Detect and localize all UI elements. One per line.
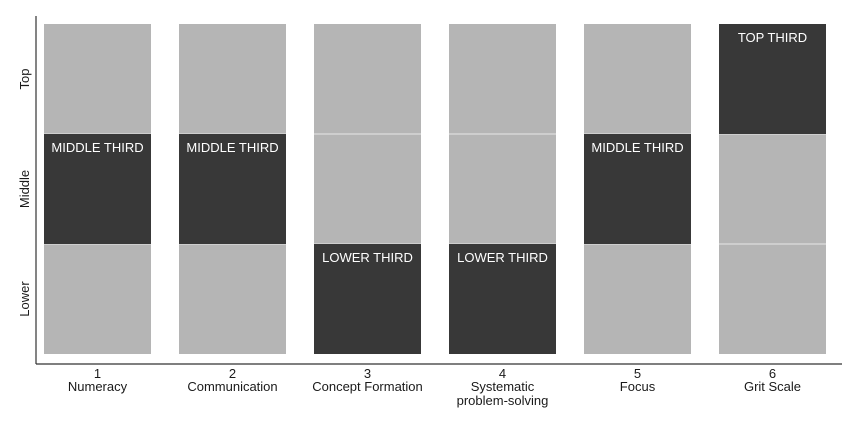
x-tick-number-6: 6 bbox=[769, 366, 776, 381]
chart-cells: MIDDLE THIRD MIDDLE THIRD LOWER THIRD LOWER… bbox=[44, 24, 826, 354]
x-tick-number-2: 2 bbox=[229, 366, 236, 381]
x-tick-name-3: Concept Formation bbox=[312, 379, 423, 394]
x-tick-name-5: Focus bbox=[620, 379, 656, 394]
x-tick-number-5: 5 bbox=[634, 366, 641, 381]
x-tick-number-4: 4 bbox=[499, 366, 506, 381]
cell-label-3: LOWER THIRD bbox=[322, 250, 413, 265]
highlight-cell-6 bbox=[719, 24, 826, 134]
cell-label-6: TOP THIRD bbox=[738, 30, 807, 45]
x-tick-name-1: Numeracy bbox=[68, 379, 128, 394]
x-tick-name-4: problem-solving bbox=[457, 393, 549, 408]
cell-label-1: MIDDLE THIRD bbox=[51, 140, 143, 155]
highlight-cell-4 bbox=[449, 244, 556, 354]
highlight-cell-1 bbox=[44, 134, 151, 244]
y-axis-labels: Lower Middle Top bbox=[17, 69, 32, 317]
x-tick-name-6: Grit Scale bbox=[744, 379, 801, 394]
y-tick-label-lower: Lower bbox=[17, 281, 32, 317]
y-tick-label-middle: Middle bbox=[17, 170, 32, 208]
cell-label-2: MIDDLE THIRD bbox=[186, 140, 278, 155]
x-tick-number-1: 1 bbox=[94, 366, 101, 381]
highlight-cell-2 bbox=[179, 134, 286, 244]
x-tick-name-2: Communication bbox=[187, 379, 277, 394]
highlight-cell-3 bbox=[314, 244, 421, 354]
cell-label-4: LOWER THIRD bbox=[457, 250, 548, 265]
x-tick-name-4: Systematic bbox=[471, 379, 535, 394]
x-tick-number-3: 3 bbox=[364, 366, 371, 381]
y-tick-label-top: Top bbox=[17, 69, 32, 90]
highlight-cell-5 bbox=[584, 134, 691, 244]
cell-label-5: MIDDLE THIRD bbox=[591, 140, 683, 155]
